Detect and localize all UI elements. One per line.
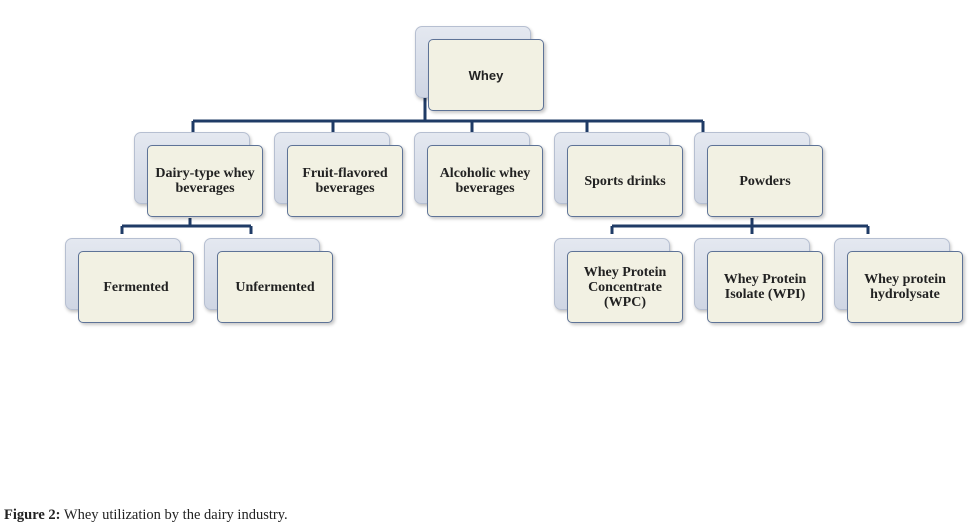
node-alcoholic-whey-beverages: Alcoholic whey beverages	[414, 132, 543, 217]
node-label: Dairy-type whey beverages	[155, 166, 255, 196]
node-label: Whey Protein Concentrate (WPC)	[583, 264, 667, 310]
node-dairy-type-whey-beverages: Dairy-type whey beverages	[134, 132, 263, 217]
node-label: Alcoholic whey beverages	[439, 166, 531, 196]
node-label: Fruit-flavored beverages	[302, 166, 388, 196]
node-sports-drinks: Sports drinks	[554, 132, 683, 217]
node-label: Fermented	[103, 279, 169, 295]
node-fermented: Fermented	[65, 238, 194, 323]
node-whey-protein-hydrolysate: Whey protein hydrolysate	[834, 238, 963, 323]
node-label: Whey Protein Isolate (WPI)	[723, 272, 807, 302]
node-fruit-flavored-beverages: Fruit-flavored beverages	[274, 132, 403, 217]
connector-lines	[120, 98, 870, 234]
whey-utilization-diagram: Whey Dairy-type whey beverages Fruit-fla…	[65, 26, 963, 323]
node-unfermented: Unfermented	[204, 238, 333, 323]
figure-caption: Figure 2: Whey utilization by the dairy …	[4, 507, 288, 524]
node-label: Unfermented	[235, 279, 315, 295]
node-label: Powders	[739, 173, 791, 189]
node-whey-protein-concentrate: Whey Protein Concentrate (WPC)	[554, 238, 683, 323]
node-label: Sports drinks	[584, 173, 666, 189]
node-whey-protein-isolate: Whey Protein Isolate (WPI)	[694, 238, 823, 323]
node-powders: Powders	[694, 132, 823, 217]
node-label: Whey protein hydrolysate	[864, 272, 946, 302]
figure-label: Figure 2:	[4, 507, 61, 523]
node-whey: Whey	[415, 26, 544, 111]
figure-caption-text: Whey utilization by the dairy industry.	[60, 507, 288, 523]
node-label: Whey	[468, 67, 504, 83]
